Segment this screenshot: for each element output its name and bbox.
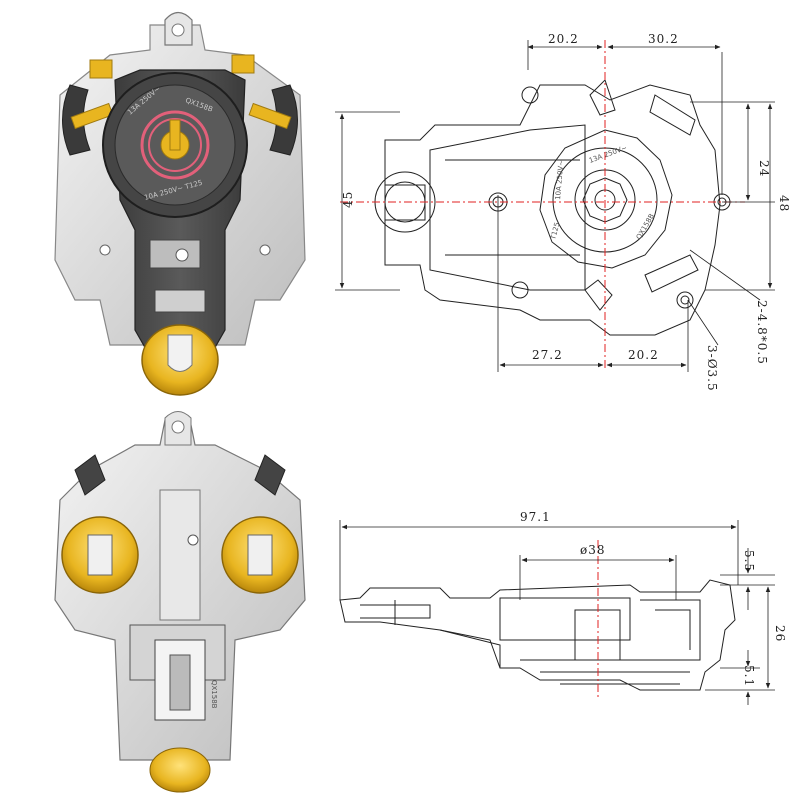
side-outline-drawing [339,579,736,691]
drawing-ring-text-2: T125 [549,221,562,241]
dim-bottom-left: 27.2 [532,348,563,362]
top-drawing-centerlines [340,40,745,370]
top-outline-drawing [374,79,731,336]
photo-bottom-view: QX158B [54,411,306,793]
dim-top-offset: 5.5 [742,550,756,572]
side-view-dimension-labels: 97.1 ø38 5.5 26 5.1 [520,510,787,687]
dim-holes: 3-Ø3.5 [705,345,719,392]
top-view-dimensions [335,40,775,372]
drawing-ring-text-3: 10A 250V~ [554,160,565,201]
photo-bottom-label: QX158B [210,680,218,709]
dim-bottom-right: 20.2 [628,348,659,362]
dim-right-upper: 24 [757,160,771,177]
top-drawing-ring-text: 13A 250V~ T125 10A 250V~ QX158B [549,144,656,242]
dim-height: 26 [773,625,787,642]
dim-top-left: 20.2 [548,32,579,46]
dim-overall-length: 97.1 [520,510,551,524]
dim-bottom-offset: 5.1 [742,665,756,687]
dim-right-full: 48 [777,195,791,212]
dim-left-height: 45 [341,191,355,208]
photo-top-view: 13A 250V~ QX158B 10A 250V~ T125 [54,11,306,396]
dim-diameter: ø38 [580,543,606,557]
dim-terminal: 2-4.8*0.5 [755,300,769,365]
drawing-ring-text-4: QX158B [635,212,656,241]
side-view-dimensions [339,520,775,705]
dim-top-right: 30.2 [648,32,679,46]
top-view-dimension-labels: 20.2 30.2 45 24 48 27.2 20.2 2-4.8*0.5 3… [341,32,791,392]
drawing-ring-text-1: 13A 250V~ [588,144,628,165]
